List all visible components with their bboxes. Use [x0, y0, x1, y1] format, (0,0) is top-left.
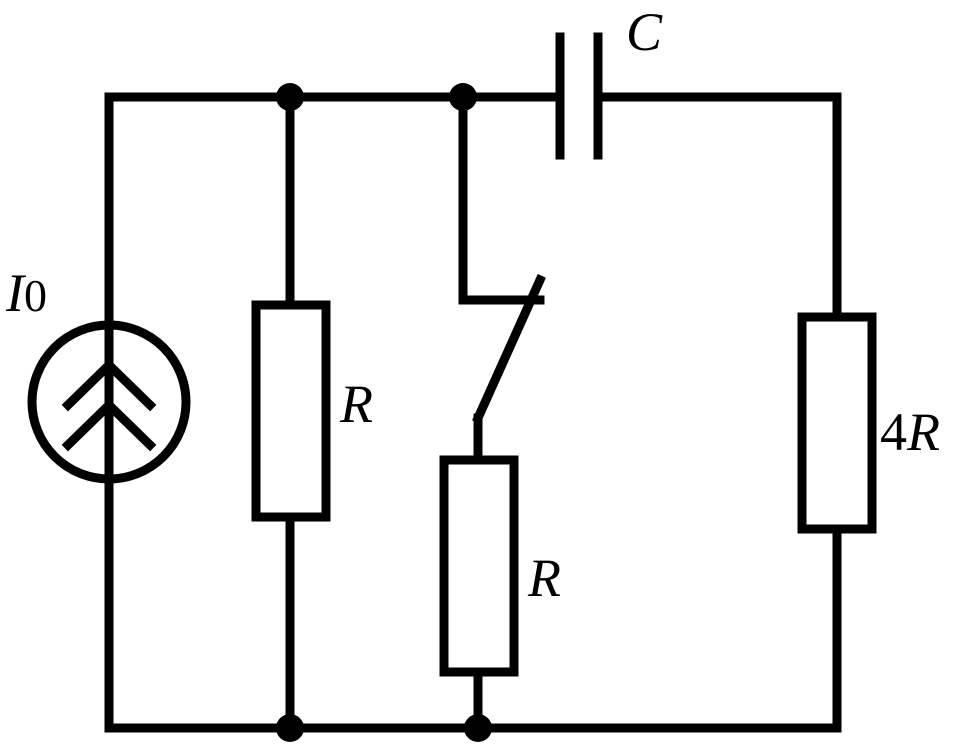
switch-branch	[439, 92, 546, 733]
resistor-left-branch	[251, 92, 331, 733]
resistor-left	[251, 300, 331, 522]
resistor-right-branch	[797, 92, 877, 733]
capacitor	[555, 32, 603, 160]
resistor-right-label: 4R	[880, 402, 940, 462]
resistor-middle-label: R	[527, 548, 561, 608]
current-source-label: I0	[5, 263, 47, 323]
resistor-right	[797, 312, 877, 534]
junction-top-middle	[449, 83, 477, 111]
double-chevron-up-icon	[61, 320, 157, 485]
junction-bottom-left	[276, 714, 304, 742]
capacitor-label: C	[626, 2, 663, 62]
junction-top-left	[276, 83, 304, 111]
resistor-left-label: R	[339, 374, 373, 434]
current-source	[27, 320, 191, 485]
open-switch-icon	[458, 274, 546, 424]
resistor-middle	[439, 455, 519, 677]
junction-bottom-middle	[464, 714, 492, 742]
